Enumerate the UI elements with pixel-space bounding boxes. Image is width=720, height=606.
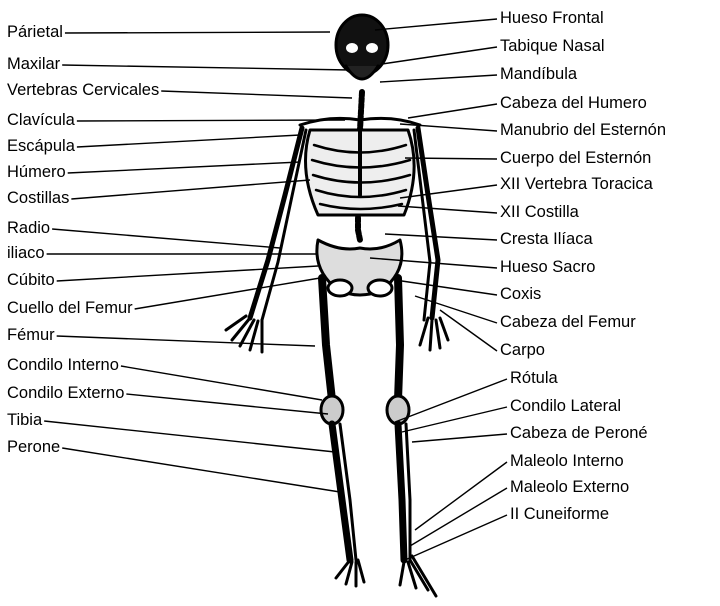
leader-lines	[44, 19, 507, 560]
skeleton-figure	[226, 15, 448, 596]
label-ii-cuneiforme: II Cuneiforme	[510, 504, 609, 524]
label-xii-vertebra-toracica: XII Vertebra Toracica	[500, 174, 653, 194]
leader-costillas	[71, 180, 310, 199]
foot-right	[400, 556, 436, 596]
label-clavicula: Clavícula	[7, 110, 75, 130]
label-parietal: Párietal	[7, 22, 63, 42]
hand-left	[226, 316, 262, 352]
leader-condilo-externo	[126, 394, 328, 414]
leader-parietal	[65, 32, 330, 33]
obturator-left	[328, 280, 352, 296]
leader-ii-cuneiforme	[405, 515, 507, 560]
tibia-left	[332, 424, 350, 560]
label-rotula: Rótula	[510, 368, 558, 388]
leader-escapula	[77, 135, 300, 147]
label-costillas: Costillas	[7, 188, 69, 208]
leader-maleolo-externo	[410, 488, 507, 546]
tibia-right	[398, 424, 404, 560]
leader-maxilar	[62, 65, 350, 70]
label-condilo-lateral: Condilo Lateral	[510, 396, 621, 416]
leader-radio	[52, 229, 280, 248]
label-cabeza-de-perone: Cabeza de Peroné	[510, 423, 648, 443]
label-carpo: Carpo	[500, 340, 545, 360]
leader-condilo-interno	[121, 366, 322, 400]
obturator-right	[368, 280, 392, 296]
label-hueso-sacro: Hueso Sacro	[500, 257, 595, 277]
femur-left	[322, 278, 332, 400]
label-maxilar: Maxilar	[7, 54, 60, 74]
leader-femur	[57, 336, 315, 346]
leader-cuello-del-femur	[135, 278, 320, 309]
label-manubrio-del-esternon: Manubrio del Esternón	[500, 120, 666, 140]
label-cabeza-del-humero: Cabeza del Humero	[500, 93, 647, 113]
leader-tabique-nasal	[382, 47, 497, 64]
leader-xii-costilla	[398, 206, 497, 213]
label-coxis: Coxis	[500, 284, 541, 304]
leader-coxis	[395, 280, 497, 295]
leader-condilo-lateral	[402, 407, 507, 432]
label-condilo-externo: Condilo Externo	[7, 383, 124, 403]
leader-tibia	[44, 421, 335, 452]
foot-left	[336, 560, 364, 586]
arm-left-2	[262, 130, 306, 320]
leader-vertebras-cervicales	[161, 91, 352, 98]
leader-cresta-iliaca	[385, 234, 497, 240]
leader-xii-vertebra-toracica	[400, 185, 497, 198]
label-radio: Radio	[7, 218, 50, 238]
label-mandibula: Mandíbula	[500, 64, 577, 84]
label-maleolo-externo: Maleolo Externo	[510, 477, 629, 497]
label-tibia: Tibia	[7, 410, 42, 430]
label-cubito: Cúbito	[7, 270, 55, 290]
label-maleolo-interno: Maleolo Interno	[510, 451, 624, 471]
label-vertebras-cervicales: Vertebras Cervicales	[7, 80, 159, 100]
label-cuerpo-del-esternon: Cuerpo del Esternón	[500, 148, 651, 168]
label-cuello-del-femur: Cuello del Femur	[7, 298, 133, 318]
leader-perone	[62, 448, 340, 492]
hand-right	[420, 318, 448, 350]
femur-right	[398, 278, 400, 400]
leader-clavicula	[77, 120, 345, 121]
leader-hueso-frontal	[375, 19, 497, 30]
label-tabique-nasal: Tabique Nasal	[500, 36, 605, 56]
label-femur: Fémur	[7, 325, 55, 345]
leader-mandibula	[380, 75, 497, 82]
leader-cubito	[57, 266, 318, 281]
label-hueso-frontal: Hueso Frontal	[500, 8, 604, 28]
eye-socket-left	[346, 43, 358, 53]
knee-right	[387, 396, 409, 424]
label-cabeza-del-femur: Cabeza del Femur	[500, 312, 636, 332]
label-perone: Perone	[7, 437, 60, 457]
leader-humero	[68, 162, 300, 173]
arm-left	[250, 128, 302, 318]
label-cresta-iliaca: Cresta Ilíaca	[500, 229, 593, 249]
leader-carpo	[440, 310, 497, 351]
label-condilo-interno: Condilo Interno	[7, 355, 119, 375]
label-iliaco: iliaco	[7, 243, 45, 263]
leader-cuerpo-del-esternon	[405, 158, 497, 159]
label-humero: Húmero	[7, 162, 66, 182]
leader-rotula	[395, 379, 507, 422]
eye-socket-right	[366, 43, 378, 53]
leader-cabeza-de-perone	[412, 434, 507, 442]
jaw	[346, 66, 378, 79]
knee-left	[321, 396, 343, 424]
leader-cabeza-del-humero	[408, 104, 497, 118]
label-escapula: Escápula	[7, 136, 75, 156]
label-xii-costilla: XII Costilla	[500, 202, 579, 222]
